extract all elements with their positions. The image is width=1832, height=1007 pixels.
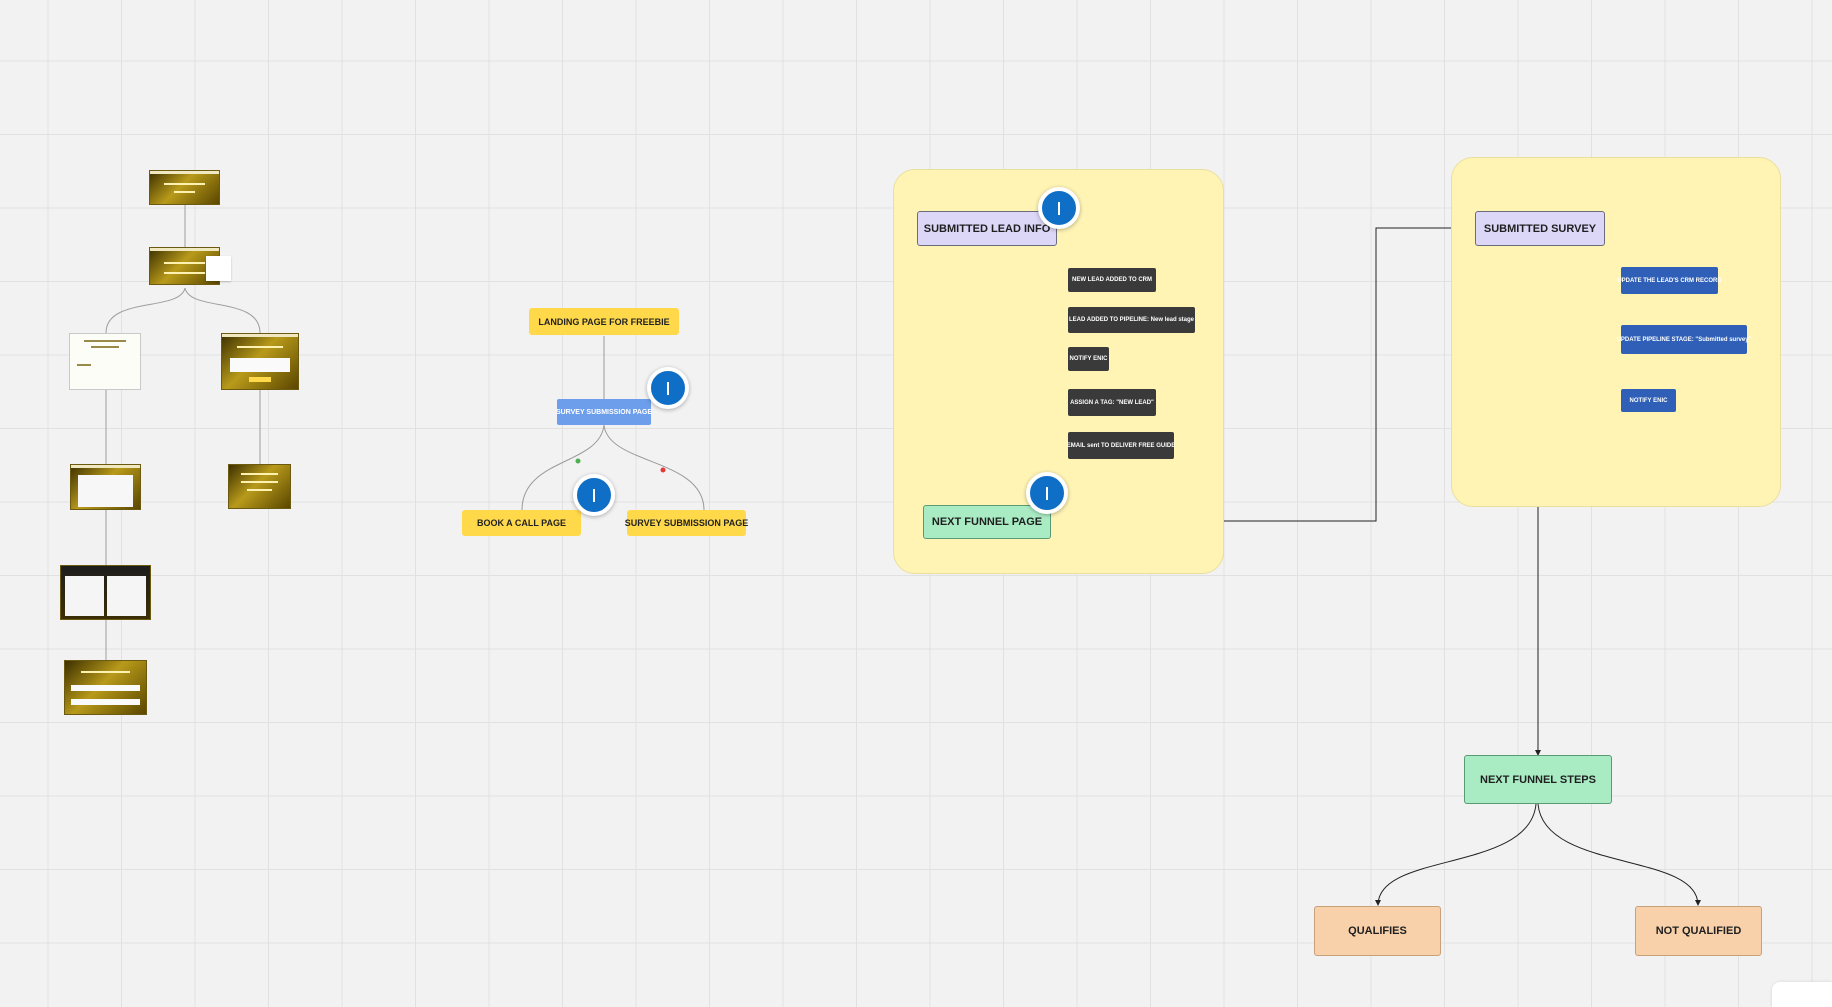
action-notify-enic-2[interactable]: NOTIFY ENIC [1621,389,1676,412]
sticky-note[interactable] [206,256,231,281]
submitted-lead-info-node[interactable]: SUBMITTED LEAD INFO [917,211,1057,246]
user-avatar-icon[interactable] [1038,187,1080,229]
action-update-pipeline-stage[interactable]: UPDATE PIPELINE STAGE: "Submitted survey… [1617,325,1751,354]
user-avatar-icon[interactable] [647,367,689,409]
survey-submission-page-node-2[interactable]: SURVEY SUBMISSION PAGE [625,510,748,536]
qualifies-node[interactable]: QUALIFIES [1314,906,1441,956]
user-avatar-icon[interactable] [1026,472,1068,514]
survey-submission-page-node[interactable]: SURVEY SUBMISSION PAGE [556,399,652,425]
thumbnail-tree-lines [105,205,261,660]
action-lead-added-to-pipeline[interactable]: LEAD ADDED TO PIPELINE: New lead stage [1068,307,1195,333]
action-update-crm-record[interactable]: UPDATE THE LEAD'S CRM RECORD [1617,267,1722,294]
funnel-page-thumbnail[interactable] [60,565,151,620]
not-qualified-node[interactable]: NOT QUALIFIED [1635,906,1762,956]
funnel-page-thumbnail[interactable] [228,464,291,509]
action-new-lead-added-to-crm[interactable]: NEW LEAD ADDED TO CRM [1068,268,1156,292]
funnel-page-thumbnail[interactable] [64,660,147,715]
action-email-free-guide[interactable]: EMAIL sent TO DELIVER FREE GUIDE [1067,432,1175,459]
user-avatar-icon[interactable] [573,474,615,516]
funnel-map-lines [521,336,705,511]
funnel-page-thumbnail[interactable] [70,464,141,510]
next-funnel-page-node[interactable]: NEXT FUNNEL PAGE [923,505,1051,539]
submitted-survey-node[interactable]: SUBMITTED SURVEY [1475,211,1605,246]
action-assign-a-tag[interactable]: ASSIGN A TAG: "NEW LEAD" [1068,389,1156,416]
action-notify-enic[interactable]: NOTIFY ENIC [1068,347,1109,371]
funnel-page-thumbnail[interactable] [69,333,141,390]
funnel-page-thumbnail[interactable] [221,333,299,390]
book-a-call-page-node[interactable]: BOOK A CALL PAGE [462,510,581,536]
corner-panel[interactable] [1772,982,1832,1007]
funnel-page-thumbnail[interactable] [149,170,220,205]
next-funnel-steps-node[interactable]: NEXT FUNNEL STEPS [1464,755,1612,804]
landing-page-for-freebie-node[interactable]: LANDING PAGE FOR FREEBIE [529,308,679,335]
